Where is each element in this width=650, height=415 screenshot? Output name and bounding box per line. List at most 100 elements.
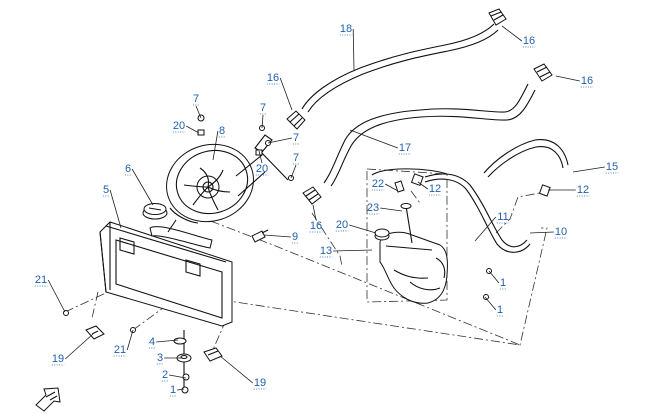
callout-label: 3 (157, 352, 163, 364)
callout-leader-line (109, 189, 122, 229)
callout-label: 1 (497, 304, 503, 316)
callout-7: 7 (259, 102, 267, 129)
mounting-bracket-19-left (85, 325, 105, 340)
callout-16: 16 (266, 72, 293, 111)
callout-17: 17 (349, 129, 412, 155)
callout-21: 21 (113, 329, 134, 357)
callout-21: 21 (34, 274, 66, 313)
callout-10: 10 (529, 226, 568, 239)
callout-leader-line (474, 216, 497, 242)
callout-leader-line (177, 388, 185, 391)
callout-label: 4 (149, 336, 155, 348)
callout-label: 13 (320, 245, 332, 257)
callout-8: 8 (212, 125, 226, 161)
callout-6: 6 (124, 163, 154, 206)
callout-1: 1 (169, 384, 185, 397)
callout-leader-line (385, 183, 399, 192)
callout-label: 19 (52, 353, 64, 365)
callout-leader-line (126, 329, 134, 351)
overflow-hose (483, 139, 569, 178)
callout-leader-line (484, 296, 497, 311)
callout-leader-line (156, 339, 179, 343)
callout-leader-line (349, 129, 398, 149)
callout-label: 11 (497, 211, 508, 223)
callout-label: 7 (293, 132, 299, 144)
callout-5: 5 (102, 184, 122, 229)
callout-20: 20 (255, 150, 269, 176)
mounting-bracket-19-right (203, 347, 223, 362)
callout-leader-line (212, 130, 219, 161)
callout-leader-line (349, 224, 377, 234)
cooling-fan (166, 143, 266, 224)
callout-1: 1 (484, 296, 504, 317)
callout-label: 1 (170, 384, 176, 396)
callout-label: 2 (162, 369, 168, 381)
upper-radiator-hose (301, 23, 499, 113)
callout-label: 18 (340, 23, 352, 35)
callout-label: 23 (367, 202, 379, 214)
callout-label: 9 (292, 231, 298, 243)
callout-label: 16 (267, 72, 279, 84)
hose-clamp-16-right (533, 63, 553, 82)
callout-label: 1 (500, 277, 506, 289)
callout-label: 22 (372, 178, 384, 190)
callout-label: 15 (606, 161, 618, 173)
callout-leader-line (263, 234, 291, 238)
front-direction-arrow-icon (35, 387, 61, 412)
callout-leader-line (352, 28, 355, 71)
callout-leader-line (529, 231, 554, 234)
callout-leader-line (267, 137, 292, 144)
callout-2: 2 (161, 369, 187, 382)
callout-leader-line (312, 204, 317, 221)
temperature-switch (251, 229, 269, 243)
callout-label: 12 (429, 183, 441, 195)
hose-clamp-16-lower (302, 186, 322, 205)
callout-12: 12 (548, 184, 590, 197)
callout-label: 21 (35, 274, 47, 286)
callout-9: 9 (263, 231, 299, 244)
callout-label: 5 (103, 184, 109, 196)
callout-label: 17 (399, 142, 411, 154)
hose-clamp-16-mid (286, 110, 306, 130)
callout-leader-line (501, 25, 523, 42)
callout-16: 16 (309, 204, 323, 233)
callout-label: 8 (219, 125, 225, 137)
callout-label: 16 (523, 35, 535, 47)
callout-16: 16 (501, 25, 536, 48)
callout-leader-line (261, 114, 264, 129)
callout-label: 12 (577, 184, 589, 196)
hose-clamp-12 (410, 173, 551, 197)
callout-leader-line (195, 105, 202, 119)
callout-22: 22 (371, 178, 399, 192)
callout-label: 19 (254, 377, 266, 389)
callout-leader-line (488, 270, 500, 284)
reservoir-bolt-23 (400, 203, 413, 244)
callout-23: 23 (366, 202, 403, 215)
callout-leader-line (333, 249, 373, 252)
callout-12: 12 (417, 181, 442, 196)
reservoir-bracket (366, 168, 448, 303)
mount-hardware-stack (173, 330, 192, 394)
callout-15: 15 (572, 161, 619, 174)
callout-13: 13 (319, 245, 373, 258)
callout-leader-line (279, 77, 293, 111)
callout-leader-line (169, 374, 187, 379)
callout-leader-line (380, 207, 403, 212)
callout-3: 3 (156, 352, 183, 365)
callout-leader-line (186, 125, 200, 134)
callout-label: 20 (256, 163, 268, 175)
callout-label: 7 (260, 102, 266, 114)
callout-leader-line (258, 150, 263, 164)
callout-label: 7 (193, 93, 199, 105)
callout-leader-line (555, 75, 580, 82)
screws-1-right (483, 268, 492, 300)
fitting-22 (394, 180, 405, 193)
callout-label: 16 (310, 220, 322, 232)
callout-20: 20 (172, 120, 200, 134)
callout-leader-line (290, 164, 297, 179)
callout-19: 19 (51, 333, 94, 366)
callout-leader-line (572, 166, 605, 173)
callout-4: 4 (148, 336, 179, 349)
